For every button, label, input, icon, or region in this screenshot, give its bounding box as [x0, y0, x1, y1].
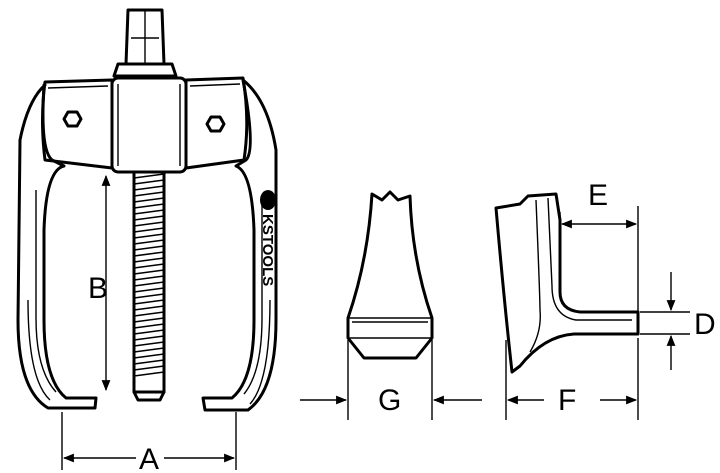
dimension-label-b: B	[88, 272, 108, 305]
dimension-b: B	[88, 174, 111, 392]
spindle-collar	[112, 62, 178, 78]
jaw-side-outline	[494, 192, 640, 374]
dimension-label-e: E	[588, 179, 608, 212]
right-arm-outer-line	[249, 299, 271, 405]
dimension-label-d: D	[694, 308, 716, 341]
svg-text:KSTOOLS: KSTOOLS	[259, 214, 276, 286]
left-puller-arm	[16, 83, 98, 410]
left-arm-inner-line	[35, 190, 57, 393]
right-hex-bolt-icon	[205, 115, 226, 133]
dimension-a: A	[61, 412, 237, 473]
dimension-label-g: G	[378, 384, 401, 417]
ks-tools-logo: KSTOOLS	[259, 190, 276, 286]
spindle-threads	[133, 173, 165, 377]
dimension-label-f: F	[558, 384, 576, 417]
crossbar-yoke-right	[184, 76, 249, 170]
spindle-tip	[132, 390, 166, 402]
left-hex-bolt-icon	[62, 110, 83, 128]
jaw-side-view: E F D	[494, 179, 716, 420]
right-puller-arm	[201, 78, 278, 412]
right-arm-inner-line	[243, 195, 263, 395]
two-arm-puller: KSTOOLS	[16, 8, 278, 412]
jaw-front-view: G	[300, 190, 482, 420]
crossbar-yoke	[41, 78, 114, 170]
left-arm-outer-line	[27, 299, 51, 401]
dimension-label-a: A	[139, 443, 159, 473]
jaw-front-outline	[346, 190, 434, 360]
center-nut-block	[110, 76, 188, 174]
